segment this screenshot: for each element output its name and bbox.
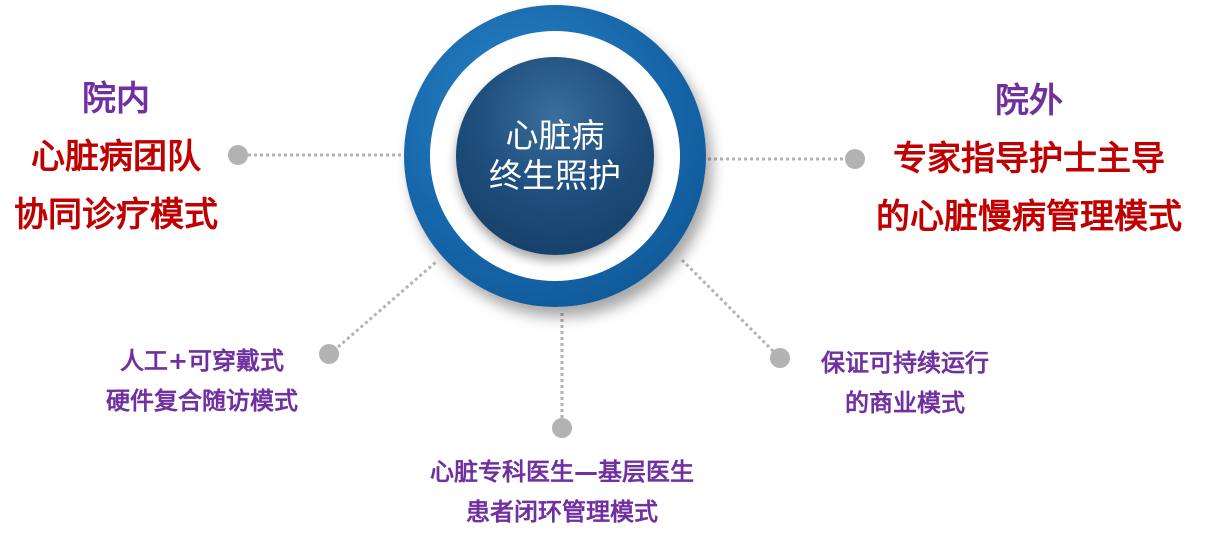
node-dot-bottom [552, 418, 572, 438]
center-label-line1: 心脏病 [505, 116, 605, 155]
outer-hospital-block: 院外 专家指导护士主导 的心脏慢病管理模式 [856, 72, 1202, 246]
wearable-line1: 人工+可穿戴式 [119, 347, 285, 375]
center-label-line2: 终生照护 [489, 156, 621, 195]
closed-loop-line2: 患者闭环管理模式 [466, 498, 658, 526]
node-dot-lower-left [319, 344, 339, 364]
center-label: 心脏病 终生照护 [456, 57, 654, 255]
inner-hospital-line1: 心脏病团队 [31, 137, 201, 177]
inner-hospital-block: 院内 心脏病团队 协同诊疗模式 [0, 70, 232, 244]
business-line1: 保证可持续运行 [821, 349, 989, 377]
outer-hospital-line1: 专家指导护士主导 [893, 139, 1165, 179]
node-dot-lower-right [770, 348, 790, 368]
closed-loop-block: 心脏专科医生—基层医生 患者闭环管理模式 [400, 452, 724, 532]
closed-loop-line1: 心脏专科医生—基层医生 [430, 458, 694, 486]
wearable-block: 人工+可穿戴式 硬件复合随访模式 [80, 341, 324, 421]
connector-lower-right [680, 258, 775, 353]
business-block: 保证可持续运行 的商业模式 [800, 343, 1010, 423]
node-dot-right [845, 149, 865, 169]
outer-hospital-title: 院外 [995, 81, 1063, 121]
business-line2: 的商业模式 [845, 389, 965, 417]
inner-hospital-line2: 协同诊疗模式 [14, 195, 218, 235]
wearable-line2: 硬件复合随访模式 [106, 387, 298, 415]
node-dot-left [228, 145, 248, 165]
outer-hospital-line2: 的心脏慢病管理模式 [876, 197, 1182, 237]
connector-lower-left [337, 260, 437, 349]
inner-hospital-title: 院内 [82, 79, 150, 119]
center-circle [456, 57, 654, 255]
